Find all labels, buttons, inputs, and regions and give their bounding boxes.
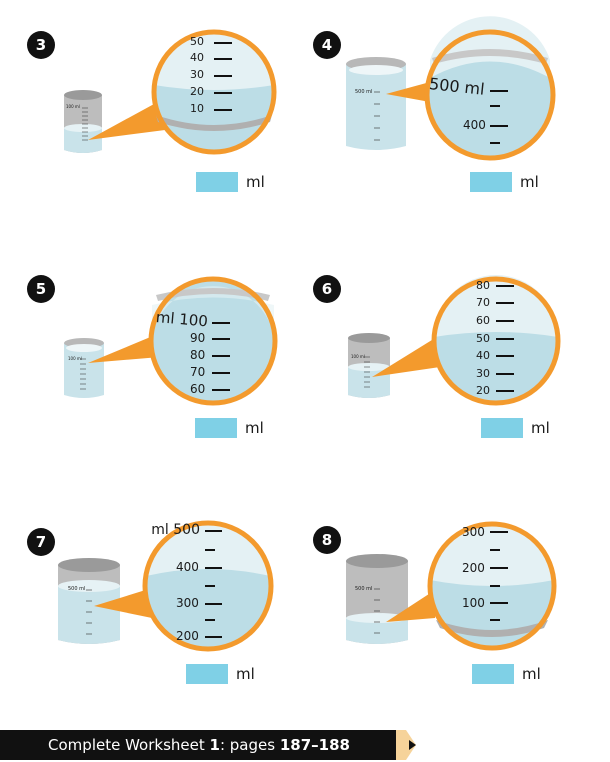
answer-input[interactable]	[470, 172, 512, 192]
zoom-label: 10	[190, 102, 204, 115]
question-number: 7	[27, 528, 55, 556]
zoom-label: 100	[462, 596, 485, 610]
zoom-pointer	[88, 333, 160, 363]
zoom-pointer	[386, 82, 430, 102]
beaker-illustration	[64, 29, 277, 155]
footer-prefix: Complete Worksheet	[48, 736, 210, 754]
unit-label: ml	[520, 173, 539, 191]
zoom-label: 30	[190, 68, 204, 81]
beaker-illustration	[348, 275, 561, 406]
problem-3: 3 50 40 30 20 10 100 ml ml	[0, 0, 300, 240]
zoom-circle	[142, 520, 274, 652]
zoom-label: 300	[176, 596, 199, 610]
question-number: 3	[27, 31, 55, 59]
zoom-circle	[151, 29, 277, 155]
zoom-label: 80	[476, 279, 490, 292]
beaker-top-label: 100 ml	[66, 104, 80, 109]
problem-7: 7 500 ml 400 300 200 500 ml ml	[0, 490, 300, 730]
answer-field: ml	[481, 418, 550, 438]
beaker-top-label: 100 ml	[68, 356, 82, 361]
unit-label: ml	[245, 419, 264, 437]
zoom-label: 90	[190, 331, 206, 345]
answer-input[interactable]	[195, 418, 237, 438]
beaker	[346, 57, 406, 150]
problem-4: 4 500 ml 400 500 ml ml	[300, 0, 600, 240]
zoom-label: 400	[463, 118, 486, 132]
zoom-label: 50	[476, 332, 490, 345]
zoom-pointer	[386, 590, 435, 622]
beaker-illustration	[346, 521, 557, 651]
beaker-top-label: 500 ml	[68, 586, 86, 592]
unit-label: ml	[246, 173, 265, 191]
zoom-label: 200	[176, 629, 199, 643]
answer-input[interactable]	[472, 664, 514, 684]
answer-field: ml	[186, 664, 255, 684]
question-number: 5	[27, 275, 55, 303]
zoom-pointer	[88, 98, 165, 140]
zoom-label: 300	[462, 525, 485, 539]
answer-input[interactable]	[196, 172, 238, 192]
beaker-illustration	[58, 520, 274, 652]
zoom-label: 30	[476, 367, 490, 380]
problem-5: 5 100 ml 90 80 70 60 100 ml ml	[0, 245, 300, 485]
zoom-label: 40	[190, 51, 204, 64]
beaker	[348, 333, 390, 398]
pencil-tip-icon	[396, 730, 416, 760]
unit-label: ml	[236, 665, 255, 683]
zoom-label: 60	[476, 314, 490, 327]
zoom-label: 40	[476, 349, 490, 362]
footer-middle: : pages	[219, 736, 280, 754]
beaker	[64, 90, 102, 153]
page-range: 187–188	[279, 736, 350, 754]
worksheet-instruction: Complete Worksheet 1: pages 187–188	[0, 730, 398, 760]
zoom-label: 20	[190, 85, 204, 98]
zoom-label: 50	[190, 35, 204, 48]
zoom-circle	[424, 16, 556, 161]
unit-label: ml	[531, 419, 550, 437]
beaker-top-label: 500 ml	[355, 89, 373, 95]
answer-input[interactable]	[186, 664, 228, 684]
answer-input[interactable]	[481, 418, 523, 438]
beaker-illustration	[346, 16, 556, 161]
zoom-label: 20	[476, 384, 490, 397]
zoom-circle	[148, 276, 278, 406]
unit-label: ml	[522, 665, 541, 683]
beaker	[58, 558, 120, 644]
question-number: 6	[313, 275, 341, 303]
beaker-top-label: 500 ml	[355, 586, 373, 592]
question-number: 4	[313, 31, 341, 59]
answer-field: ml	[195, 418, 264, 438]
beaker-illustration	[64, 276, 278, 406]
zoom-label: 60	[190, 382, 206, 396]
zoom-circle	[427, 521, 557, 651]
zoom-label: 80	[190, 348, 206, 362]
question-number: 8	[313, 526, 341, 554]
answer-field: ml	[472, 664, 541, 684]
beaker-top-label: 100 ml	[351, 354, 365, 359]
worksheet-number: 1	[209, 736, 220, 754]
zoom-label: 400	[176, 560, 199, 574]
zoom-label: 70	[476, 296, 490, 309]
zoom-pointer	[94, 588, 152, 618]
zoom-label: 200	[462, 561, 485, 575]
zoom-circle	[431, 275, 561, 406]
zoom-label: 70	[190, 365, 206, 379]
beaker	[346, 554, 408, 644]
answer-field: ml	[196, 172, 265, 192]
zoom-pointer	[372, 335, 440, 377]
zoom-label: 500 ml	[151, 522, 200, 538]
problem-6: 6 80 70 60 50 40 30 20 100 ml ml	[300, 245, 600, 485]
answer-field: ml	[470, 172, 539, 192]
problem-8: 8 300 200 100 500 ml ml	[300, 490, 600, 730]
beaker	[64, 338, 104, 398]
